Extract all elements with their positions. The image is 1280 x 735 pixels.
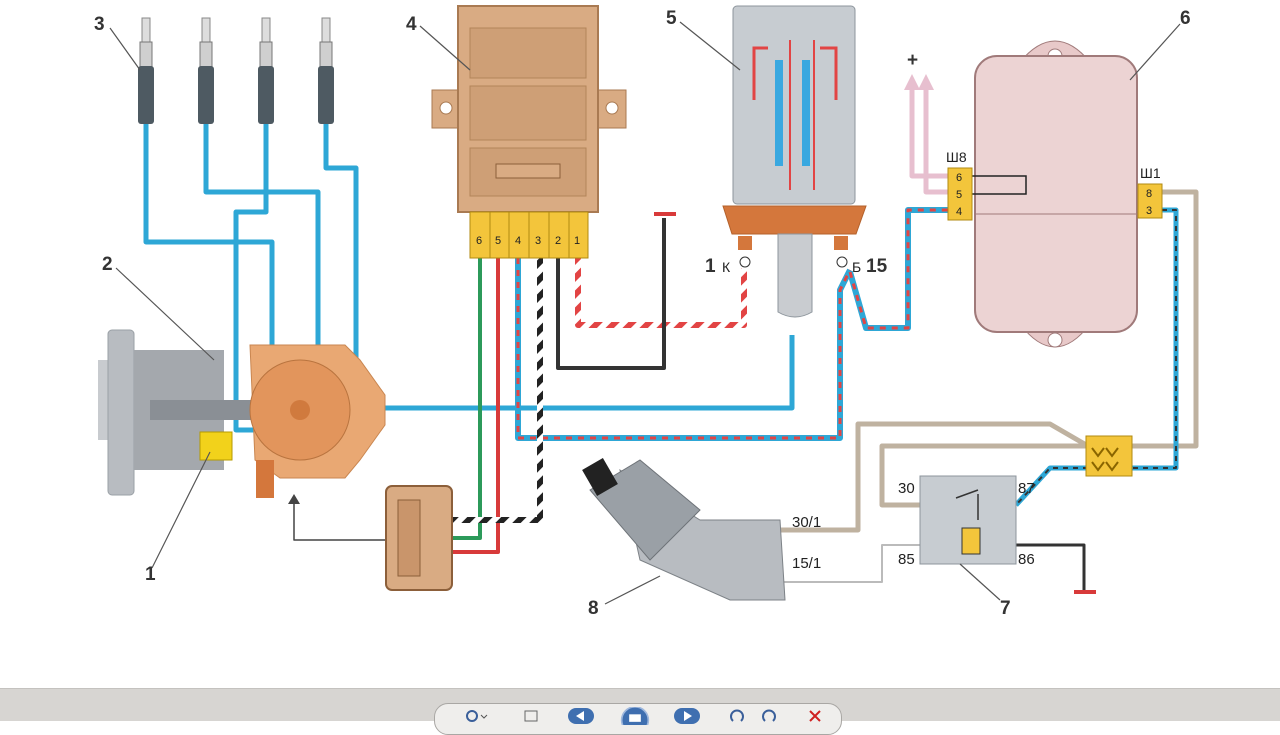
switch-pin-3: 3	[535, 235, 541, 247]
switch-pin-15-1: 15/1	[792, 555, 821, 572]
ignition-coil: 1 К Б 15	[705, 5, 888, 318]
switch-pin-5: 5	[495, 235, 501, 247]
slideshow-icon[interactable]	[620, 707, 650, 725]
coil-terminal-b-letter: Б	[852, 259, 861, 275]
plus-label: +	[907, 50, 918, 71]
viewer-toolbar	[0, 688, 1280, 735]
callout-2: 2	[102, 254, 113, 275]
image-viewer-canvas: 6 5 4 3 2 1 1 К Б 15 Ш8 6	[94, 5, 1199, 619]
coil-terminal-k-number: 1	[705, 256, 716, 277]
callout-7: 7	[1000, 598, 1011, 619]
voltage-regulator: Ш8 6 5 4 Ш1 8 3 +	[907, 40, 1163, 348]
rotate-right-icon[interactable]	[754, 707, 784, 725]
ignition-relay: 30 87 85 86	[898, 475, 1096, 594]
regulator-left-plug: Ш8	[946, 149, 967, 165]
regulator-left-pin-5: 5	[956, 189, 962, 201]
ignition-distributor	[98, 329, 386, 498]
rotate-left-icon[interactable]	[722, 707, 752, 725]
callout-6: 6	[1180, 8, 1191, 29]
callout-8: 8	[588, 598, 599, 619]
relay-pin-30: 30	[898, 480, 915, 497]
callout-3: 3	[94, 14, 105, 35]
coil-terminal-k-letter: К	[722, 259, 731, 275]
callout-5: 5	[666, 8, 677, 29]
previous-icon[interactable]	[566, 707, 596, 725]
switch-pin-30-1: 30/1	[792, 514, 821, 531]
switch-pin-1: 1	[574, 235, 580, 247]
regulator-right-pin-8: 8	[1146, 188, 1152, 200]
next-icon[interactable]	[672, 707, 702, 725]
relay-pin-86: 86	[1018, 551, 1035, 568]
plus-arrows	[904, 74, 934, 90]
delete-icon[interactable]	[800, 707, 830, 725]
coil-terminal-b-number: 15	[866, 256, 888, 277]
fit-icon[interactable]	[516, 707, 546, 725]
callout-4: 4	[406, 14, 417, 35]
switch-pin-4: 4	[515, 235, 521, 247]
commutator-module: 6 5 4 3 2 1	[431, 5, 627, 259]
regulator-right-pin-3: 3	[1146, 205, 1152, 217]
zoom-icon[interactable]	[462, 707, 492, 725]
callout-1: 1	[145, 564, 156, 585]
ignition-wiring-diagram: 6 5 4 3 2 1 1 К Б 15 Ш8 6	[94, 5, 1199, 619]
relay-pin-85: 85	[898, 551, 915, 568]
relay-pin-87: 87	[1018, 480, 1035, 497]
switch-pin-6: 6	[476, 235, 482, 247]
callout-labels	[109, 21, 1181, 605]
fuse-connector	[1085, 435, 1133, 477]
spark-plugs	[138, 17, 334, 124]
hall-sensor-connector	[385, 485, 453, 591]
ignition-switch: 30/1 15/1	[582, 458, 821, 601]
regulator-left-pin-6: 6	[956, 172, 962, 184]
regulator-left-pin-4: 4	[956, 206, 962, 218]
switch-pin-2: 2	[555, 235, 561, 247]
regulator-right-plug: Ш1	[1140, 165, 1161, 181]
